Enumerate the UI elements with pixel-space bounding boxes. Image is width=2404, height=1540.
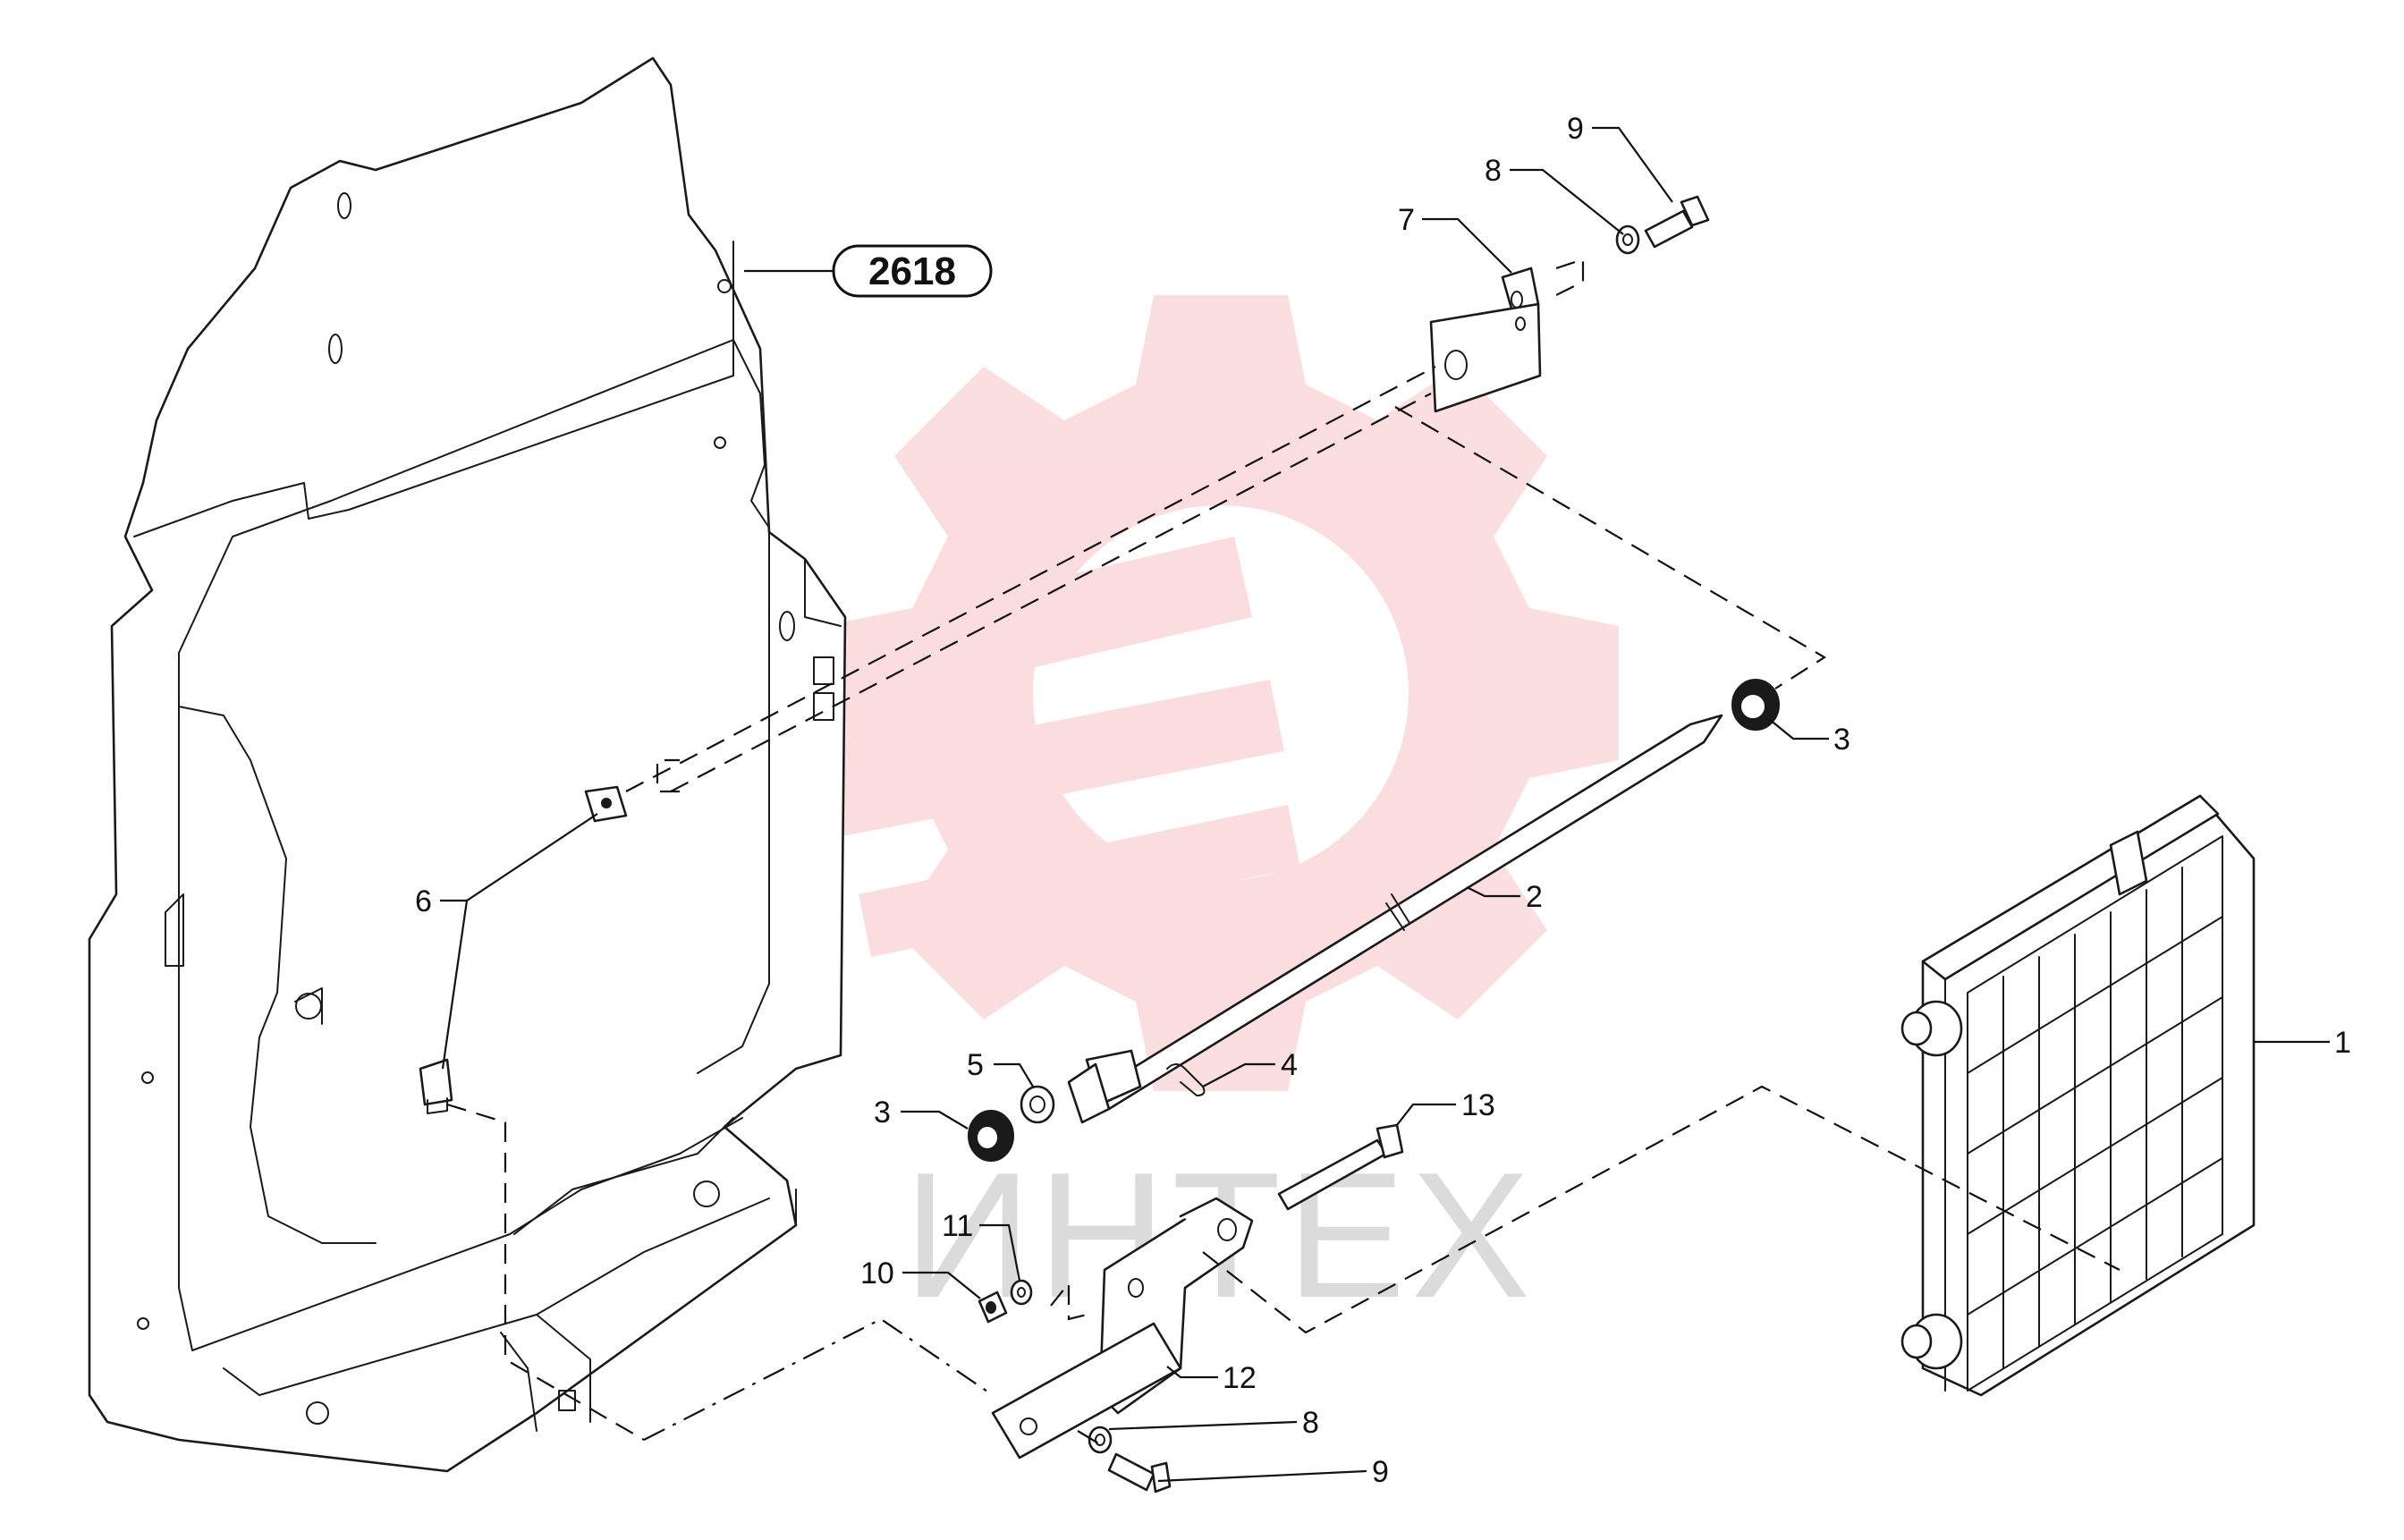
clip-lower: [419, 1058, 453, 1114]
washer-11: [1010, 1279, 1033, 1306]
callout-8-bottom: 8: [1302, 1406, 1319, 1440]
washer-bottom: [1088, 1426, 1113, 1454]
bolt-bottom: [1107, 1452, 1172, 1493]
washer-5: [1020, 1085, 1055, 1124]
callout-9-bottom: 9: [1372, 1455, 1389, 1489]
callout-9-top: 9: [1567, 112, 1584, 146]
nut-10: [978, 1290, 1008, 1324]
callout-11: 11: [942, 1209, 973, 1243]
reference-label: 2618: [868, 250, 956, 293]
callout-13: 13: [1461, 1088, 1495, 1122]
reference-callout: 2618: [744, 244, 993, 298]
shroud-frame: [88, 56, 847, 1473]
bracket-lower: [991, 1197, 1254, 1460]
callout-1: 1: [2334, 1026, 2351, 1060]
callout-2: 2: [1526, 880, 1543, 914]
bolt-top: [1644, 195, 1710, 249]
bracket-top: [1429, 267, 1542, 413]
callout-5: 5: [967, 1048, 984, 1082]
washer-top: [1615, 224, 1640, 255]
callout-3-bottom: 3: [874, 1096, 891, 1130]
callout-4: 4: [1281, 1048, 1298, 1082]
callout-3-top: 3: [1833, 723, 1850, 757]
leader-lines: [440, 126, 2330, 1483]
radiator: [1900, 794, 2256, 1397]
clip-upper: [584, 785, 628, 823]
callout-7: 7: [1398, 203, 1415, 237]
callout-6: 6: [415, 884, 432, 918]
rod: [1067, 714, 1723, 1124]
assembly-lines: [446, 258, 2120, 1445]
callout-12: 12: [1223, 1361, 1257, 1395]
grommet-bottom: [968, 1110, 1014, 1162]
grommet-top: [1731, 679, 1780, 731]
callout-8-top: 8: [1485, 154, 1502, 188]
callout-numbers: 1 2 3 3 4 5 6 7 8 8 9 9 10 11 12 13: [415, 112, 2351, 1489]
callout-10: 10: [860, 1257, 894, 1290]
watermark-gear-logo: [769, 295, 1619, 1091]
long-bolt: [1277, 1123, 1404, 1211]
